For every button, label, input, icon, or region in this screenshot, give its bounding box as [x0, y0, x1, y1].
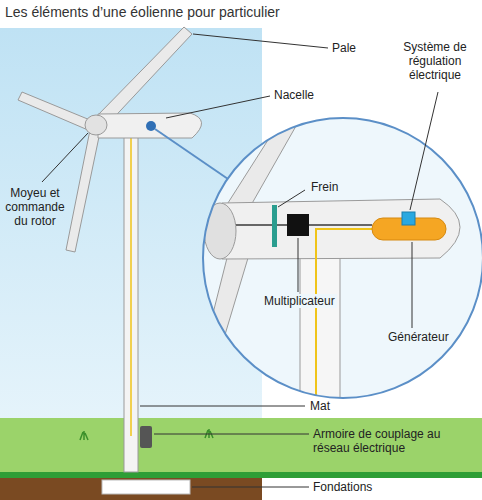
- part-label: Nacelle: [274, 88, 314, 102]
- leader-line: [298, 238, 299, 292]
- leader-line: [193, 34, 328, 48]
- mast: [300, 250, 340, 420]
- leader-line: [154, 434, 309, 435]
- zoom-circle: [203, 118, 482, 398]
- regulator: [402, 212, 415, 225]
- gearbox: [287, 214, 309, 236]
- leader-line: [42, 133, 88, 182]
- leader-line: [410, 92, 438, 210]
- hub: [204, 203, 236, 259]
- blade: [18, 92, 90, 130]
- zoom-circle-fill: [203, 118, 482, 398]
- coupling-cabinet: [140, 426, 152, 448]
- part-label: Pale: [332, 41, 356, 55]
- shaft: [309, 224, 372, 226]
- shaft: [236, 224, 287, 226]
- blade: [66, 130, 100, 252]
- part-label: Armoire de couplage au réseau électrique: [313, 427, 478, 455]
- part-label: Système de régulation électrique: [391, 40, 479, 82]
- part-label: Moyeu et commande du rotor: [4, 186, 66, 228]
- leader-line: [278, 190, 305, 207]
- grass: [0, 418, 482, 474]
- leader-line: [192, 487, 309, 488]
- zoom-connector: [155, 129, 228, 179]
- part-label: Fondations: [313, 480, 372, 494]
- figure-title: Les éléments d’une éolienne pour particu…: [5, 4, 280, 20]
- leader-line: [166, 96, 270, 118]
- foundation: [102, 480, 190, 494]
- soil: [0, 478, 262, 500]
- part-label: Générateur: [386, 330, 451, 344]
- part-label: Mat: [310, 399, 330, 413]
- leader-line: [140, 406, 305, 407]
- leader-line: [412, 242, 413, 328]
- blade: [96, 27, 192, 126]
- leader-lines: [42, 34, 438, 487]
- cable: [130, 130, 132, 436]
- part-label: Frein: [309, 180, 340, 194]
- nacelle: [98, 113, 202, 138]
- ground-line: [0, 472, 482, 478]
- brake: [272, 205, 277, 247]
- zoom-point: [146, 121, 156, 131]
- cable: [316, 229, 372, 420]
- part-label: Multiplicateur: [262, 294, 337, 308]
- hub: [85, 115, 107, 135]
